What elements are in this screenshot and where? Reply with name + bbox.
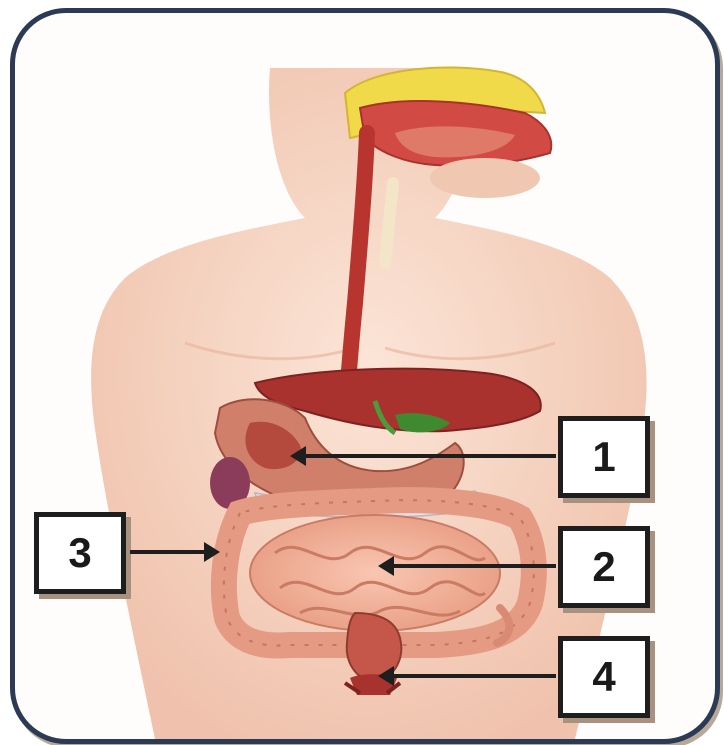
label-4-text: 4 [592, 653, 615, 701]
label-box-3: 3 [34, 512, 126, 594]
digestive-system-illustration [15, 13, 715, 739]
label-box-1: 1 [558, 416, 650, 498]
arrow-label-4 [392, 674, 556, 678]
label-3-text: 3 [68, 529, 91, 577]
diagram-frame [10, 8, 720, 744]
label-1-text: 1 [592, 433, 615, 481]
chin [430, 158, 540, 198]
arrow-label-2 [392, 564, 556, 568]
label-box-4: 4 [558, 636, 650, 718]
trachea [385, 183, 393, 263]
label-2-text: 2 [592, 543, 615, 591]
arrow-label-1 [304, 454, 556, 458]
label-box-2: 2 [558, 526, 650, 608]
arrow-label-3 [130, 550, 206, 554]
